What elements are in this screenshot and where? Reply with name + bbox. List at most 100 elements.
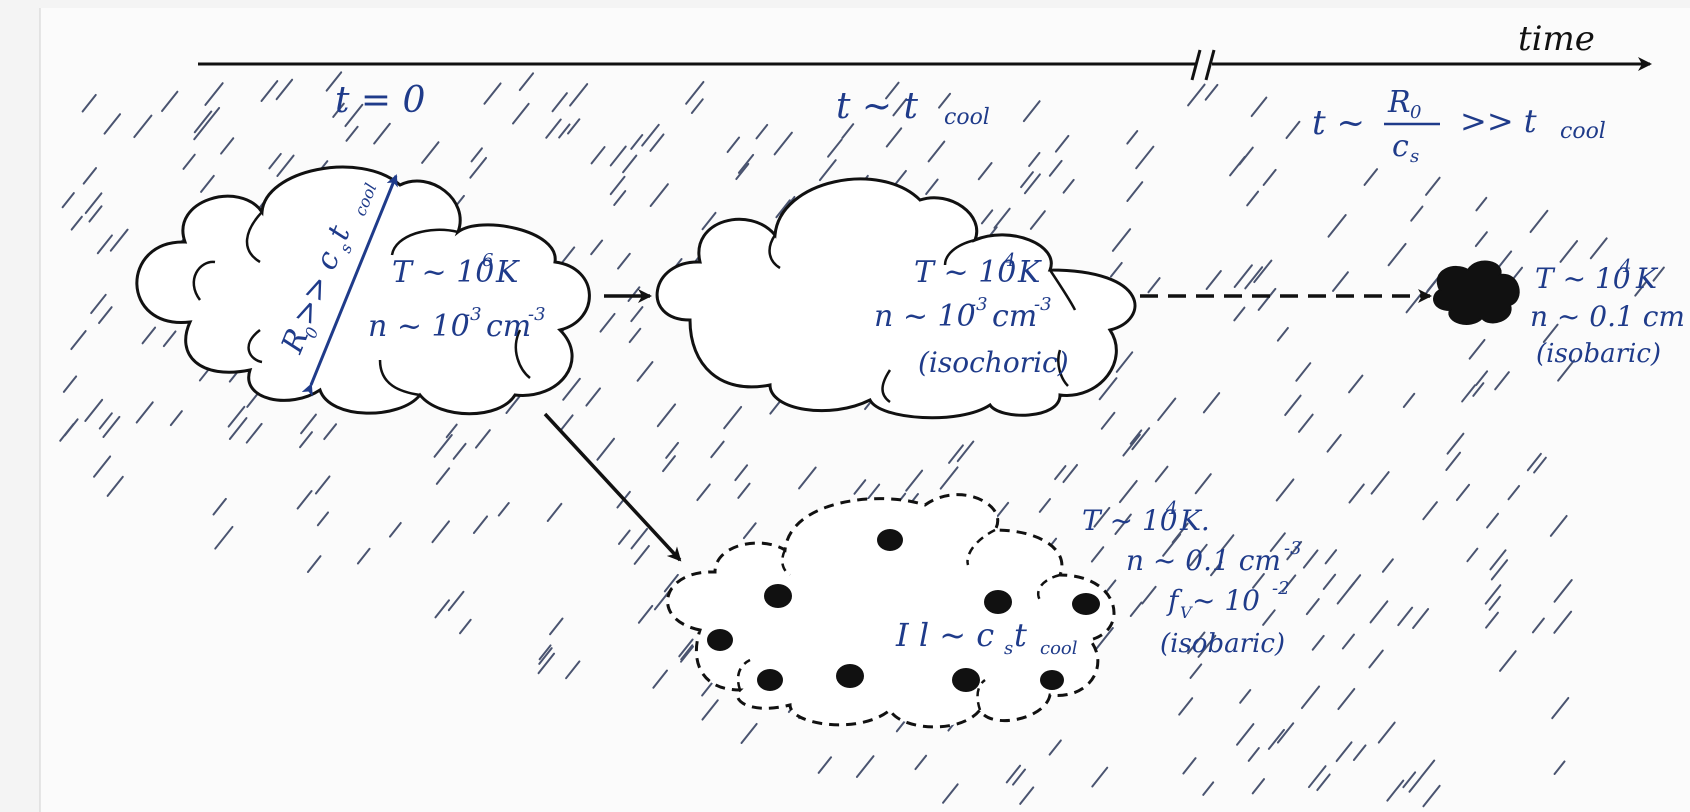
hatch-stroke bbox=[798, 466, 817, 490]
hatch-stroke bbox=[344, 103, 364, 128]
svg-text:T ~ 10: T ~ 10 bbox=[914, 255, 1016, 290]
hatch-stroke bbox=[569, 83, 589, 107]
svg-text:K: K bbox=[1017, 255, 1042, 290]
hatch-stroke bbox=[431, 520, 450, 544]
svg-text:t ~: t ~ bbox=[1312, 103, 1365, 143]
svg-text:cool: cool bbox=[1040, 638, 1078, 659]
hatch-stroke bbox=[618, 529, 631, 545]
hatch-stroke bbox=[1295, 362, 1312, 382]
hatch-stroke bbox=[1422, 784, 1441, 808]
hatch-stroke bbox=[373, 122, 391, 145]
svg-text:K: K bbox=[495, 255, 520, 290]
hatch-stroke bbox=[680, 645, 694, 663]
hatch-stroke bbox=[1189, 663, 1203, 679]
fragment-blob bbox=[984, 590, 1012, 614]
hatch-stroke bbox=[817, 756, 833, 774]
hatch-stroke bbox=[641, 123, 660, 147]
cloud-radius-arrow bbox=[301, 174, 398, 397]
hatch-stroke bbox=[1397, 606, 1414, 627]
hatch-stroke bbox=[1352, 744, 1367, 761]
hatch-stroke bbox=[1267, 728, 1285, 750]
hatch-stroke bbox=[559, 246, 576, 266]
hatch-stroke bbox=[1549, 514, 1568, 537]
hatch-stroke bbox=[939, 466, 959, 490]
fragmented-cloud-temperature: T ~ 10 4 K. bbox=[1082, 498, 1210, 537]
svg-text:I l ~ c: I l ~ c bbox=[895, 616, 994, 654]
hatch-stroke bbox=[1387, 242, 1407, 267]
svg-text:-3: -3 bbox=[1034, 294, 1052, 315]
fragment-blob bbox=[757, 669, 783, 691]
svg-text:c: c bbox=[1392, 129, 1409, 164]
hatch-stroke bbox=[1475, 196, 1488, 212]
hatch-stroke bbox=[93, 455, 112, 478]
hatch-stroke bbox=[663, 573, 679, 593]
fragment-blob bbox=[707, 629, 733, 651]
hatch-stroke bbox=[474, 429, 491, 449]
initial-cloud-density: n ~ 10 -3 cm -3 bbox=[368, 304, 546, 344]
fragment-blob bbox=[1040, 670, 1064, 690]
hatch-stroke bbox=[827, 138, 843, 158]
hatch-stroke bbox=[723, 405, 743, 430]
hatch-stroke bbox=[538, 647, 553, 665]
hatch-stroke bbox=[622, 154, 638, 174]
hatch-stroke bbox=[1090, 546, 1105, 563]
isochoric-cloud-mode: (isochoric) bbox=[918, 346, 1069, 379]
hatch-stroke bbox=[63, 418, 79, 437]
hatch-stroke bbox=[1091, 766, 1109, 788]
hatch-stroke bbox=[1054, 134, 1070, 153]
hatch-stroke bbox=[1250, 96, 1268, 118]
hatch-stroke bbox=[1028, 151, 1041, 168]
hatch-stroke bbox=[1322, 573, 1337, 590]
hatch-stroke bbox=[841, 123, 855, 139]
svg-text:-3: -3 bbox=[528, 304, 546, 325]
fragment-blob bbox=[764, 584, 792, 608]
hatch-stroke bbox=[567, 118, 581, 135]
hatch-stroke bbox=[637, 604, 654, 624]
hatch-stroke bbox=[260, 80, 279, 102]
hatch-stroke bbox=[1114, 513, 1132, 535]
hatch-stroke bbox=[742, 522, 757, 540]
hatch-stroke bbox=[483, 82, 502, 105]
svg-text:cm: cm bbox=[992, 299, 1037, 334]
hatch-stroke bbox=[1494, 371, 1510, 391]
hatch-stroke bbox=[1425, 176, 1441, 196]
hatch-stroke bbox=[1141, 585, 1157, 605]
axis-break-mark bbox=[1190, 49, 1202, 81]
hatch-stroke bbox=[435, 467, 451, 485]
hatch-stroke bbox=[853, 479, 867, 495]
hatch-stroke bbox=[701, 211, 717, 231]
hatch-stroke bbox=[1468, 338, 1486, 360]
hatch-stroke bbox=[1098, 377, 1118, 401]
hatch-stroke bbox=[701, 681, 714, 697]
hatch-stroke bbox=[1446, 432, 1465, 455]
hatch-stroke bbox=[1281, 574, 1297, 593]
hatch-stroke bbox=[1197, 634, 1217, 658]
hatch-stroke bbox=[1189, 543, 1208, 567]
hatch-stroke bbox=[1348, 374, 1364, 394]
hatch-stroke bbox=[649, 133, 665, 152]
hatch-stroke bbox=[1474, 231, 1488, 248]
hatch-stroke bbox=[1147, 277, 1161, 294]
hatch-stroke bbox=[1276, 326, 1289, 342]
hatch-stroke bbox=[690, 98, 704, 114]
hatch-stroke bbox=[630, 306, 644, 323]
hatch-stroke bbox=[1178, 697, 1194, 716]
hatch-stroke bbox=[1236, 723, 1255, 746]
hatch-stroke bbox=[613, 190, 627, 206]
hatch-stroke bbox=[1410, 205, 1424, 222]
hatch-stroke bbox=[1302, 549, 1319, 569]
hatch-stroke bbox=[1484, 584, 1502, 605]
svg-text:6: 6 bbox=[482, 250, 493, 271]
isobaric-clump-density: n ~ 0.1 cm bbox=[1530, 300, 1685, 333]
hatch-stroke bbox=[1182, 757, 1197, 775]
hatch-stroke bbox=[1204, 83, 1219, 101]
hatch-stroke bbox=[1111, 228, 1132, 252]
hatch-stroke bbox=[1171, 522, 1189, 544]
hatch-stroke bbox=[1257, 287, 1277, 311]
hatch-stroke bbox=[1496, 250, 1513, 270]
hatch-stroke bbox=[109, 228, 129, 252]
hatch-stroke bbox=[1286, 540, 1303, 561]
hatch-stroke bbox=[914, 754, 928, 771]
svg-text:>> t: >> t bbox=[1460, 102, 1537, 140]
hatch-stroke bbox=[737, 153, 755, 174]
